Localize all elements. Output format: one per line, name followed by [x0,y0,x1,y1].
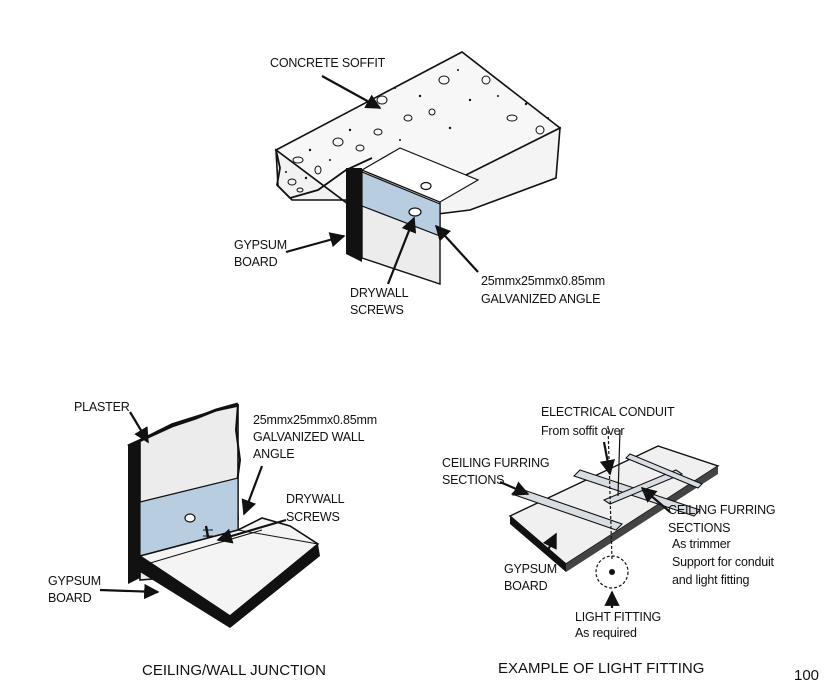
gypsum-board-label-line2: BOARD [234,255,278,269]
furring-right-label-line2: SECTIONS [668,521,731,535]
drywall-screws-label-line2: SCREWS [350,303,404,317]
wall-gypsum-board-line1: GYPSUM [48,574,101,588]
gypsum-board-label-line1: GYPSUM [234,238,287,252]
furring-right-label-line4: Support for conduit [672,555,774,569]
plaster-label: PLASTER [74,400,130,414]
furring-right-label-line1: CEILING FURRING [668,503,776,517]
furring-left-label-line2: SECTIONS [442,473,505,487]
conduit-label-line2: From soffit over [541,424,625,438]
furring-right-label-line5: and light fitting [672,573,750,587]
wall-angle-label-line3: ANGLE [253,447,295,461]
wall-drywall-screws-line1: DRYWALL [286,492,345,506]
wall-angle-label-line2: GALVANIZED WALL [253,430,365,444]
furring-left-label-line1: CEILING FURRING [442,456,550,470]
light-fitting-label-line2: As required [575,626,637,640]
drywall-screws-label-line1: DRYWALL [350,286,409,300]
light-fitting-label-line1: LIGHT FITTING [575,610,662,624]
lf-gypsum-board-line1: GYPSUM [504,562,557,576]
furring-right-label-line3: As trimmer [672,537,731,551]
lf-gypsum-board-line2: BOARD [504,579,548,593]
caption-light-fitting: EXAMPLE OF LIGHT FITTING [498,660,705,677]
page-number: 100 [794,667,820,684]
caption-ceiling-wall-junction: CEILING/WALL JUNCTION [142,662,326,679]
angle-label-line2: GALVANIZED ANGLE [481,292,601,306]
wall-junction-assembly [127,402,320,628]
wall-angle-label-line1: 25mmx25mmx0.85mm [253,413,377,427]
wall-drywall-screws-line2: SCREWS [286,510,340,524]
wall-gypsum-board-line2: BOARD [48,591,92,605]
conduit-label-line1: ELECTRICAL CONDUIT [541,405,675,419]
concrete-soffit-label: CONCRETE SOFFIT [270,56,386,70]
angle-label-line1: 25mmx25mmx0.85mm [481,274,605,288]
